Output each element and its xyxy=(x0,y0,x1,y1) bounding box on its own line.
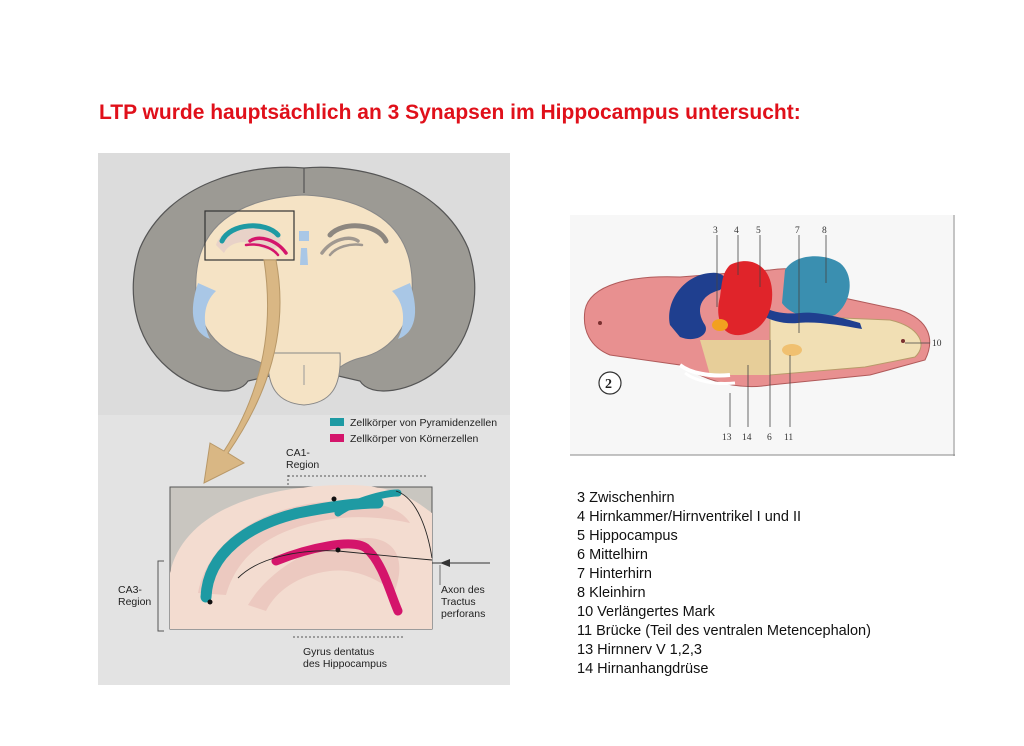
brain-model-figure: 3 4 5 7 8 13 14 6 11 10 2 xyxy=(570,215,956,458)
ca1-label-2: Region xyxy=(286,459,319,471)
legend-label-granule: Zellkörper von Körnerzellen xyxy=(350,433,479,445)
legend-item: 5 Hippocampus xyxy=(577,528,678,544)
legend-item: 14 Hirnanhangdrüse xyxy=(577,661,709,677)
axon-label-1: Axon des xyxy=(441,584,485,596)
model-label-10: 10 xyxy=(932,339,942,349)
gyrus-label-2: des Hippocampus xyxy=(303,658,387,670)
zoom-box xyxy=(204,210,295,261)
axon-label-3: perforans xyxy=(441,608,485,620)
model-label-6: 6 xyxy=(767,433,772,443)
ventricle-model xyxy=(669,272,726,340)
ventricle-left xyxy=(192,283,216,339)
model-label-13: 13 xyxy=(722,433,732,443)
axon-label-2: Tractus xyxy=(441,596,476,608)
legend-label-pyramidal: Zellkörper von Pyramidenzellen xyxy=(350,417,497,429)
figure-badge-number: 2 xyxy=(605,377,612,392)
ca3-label-1: CA3- xyxy=(118,584,142,596)
brain-section-figure: Zellkörper von Pyramidenzellen Zellkörpe… xyxy=(98,153,510,685)
granule-band xyxy=(271,539,403,616)
model-label-7: 7 xyxy=(795,226,800,236)
hippocampus-model xyxy=(718,261,773,336)
third-ventricle xyxy=(300,248,308,265)
legend-item: 8 Kleinhirn xyxy=(577,585,646,601)
model-label-5: 5 xyxy=(756,226,761,236)
legend-item: 11 Brücke (Teil des ventralen Metencepha… xyxy=(577,623,871,639)
legend-item: 4 Hirnkammer/Hirnventrikel I und II xyxy=(577,509,802,525)
structure-legend-list: 3 Zwischenhirn 4 Hirnkammer/Hirnventrike… xyxy=(577,489,871,679)
legend-item: 7 Hinterhirn xyxy=(577,566,652,582)
model-label-4: 4 xyxy=(734,226,739,236)
medulla-model xyxy=(769,314,922,376)
cerebellum-model xyxy=(782,256,850,319)
model-label-11: 11 xyxy=(784,433,793,443)
ventricle-right xyxy=(392,283,416,339)
legend-item: 3 Zwischenhirn xyxy=(577,490,675,506)
model-label-3: 3 xyxy=(713,226,718,236)
figure-badge xyxy=(598,371,622,395)
legend-item: 13 Hirnnerv V 1,2,3 xyxy=(577,642,702,658)
page-title: LTP wurde hauptsächlich an 3 Synapsen im… xyxy=(99,101,801,124)
model-label-14: 14 xyxy=(742,433,752,443)
legend-swatch-granule xyxy=(330,434,344,442)
ca1-label-1: CA1- xyxy=(286,447,310,459)
zoom-arrow xyxy=(203,259,281,484)
legend-item: 10 Verlängertes Mark xyxy=(577,604,715,620)
model-label-8: 8 xyxy=(822,226,827,236)
gyrus-label-1: Gyrus dentatus xyxy=(303,646,374,658)
legend-item: 6 Mittelhirn xyxy=(577,547,648,563)
legend-swatch-pyramidal xyxy=(330,418,344,426)
ca3-label-2: Region xyxy=(118,596,151,608)
